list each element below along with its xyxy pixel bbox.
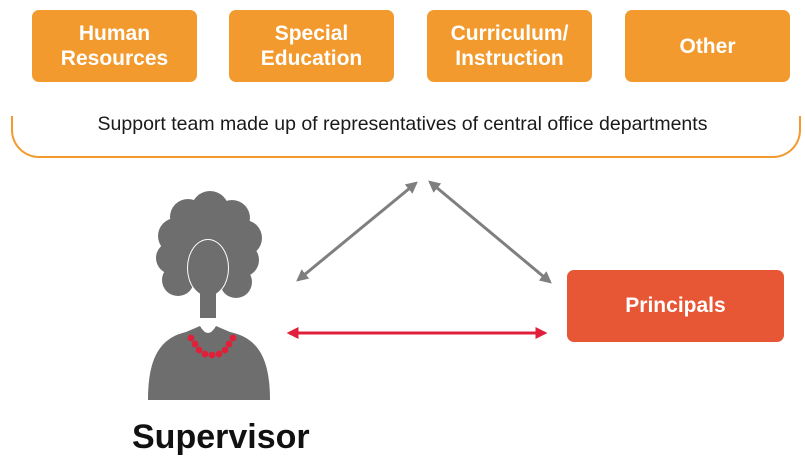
supervisor-label: Supervisor xyxy=(132,418,310,456)
arrow-support-team-to-principals xyxy=(428,180,552,284)
department-box-other: Other xyxy=(625,10,790,82)
department-box-human-resources: Human Resources xyxy=(32,10,197,82)
principals-box: Principals xyxy=(567,270,784,342)
department-box-special-education: Special Education xyxy=(229,10,394,82)
necklace-icon xyxy=(187,334,237,359)
arrow-supervisor-to-support-team xyxy=(296,181,418,282)
department-box-curriculum-instruction: Curriculum/ Instruction xyxy=(427,10,592,82)
support-team-caption: Support team made up of representatives … xyxy=(97,113,708,135)
support-team-bracket xyxy=(11,116,801,158)
